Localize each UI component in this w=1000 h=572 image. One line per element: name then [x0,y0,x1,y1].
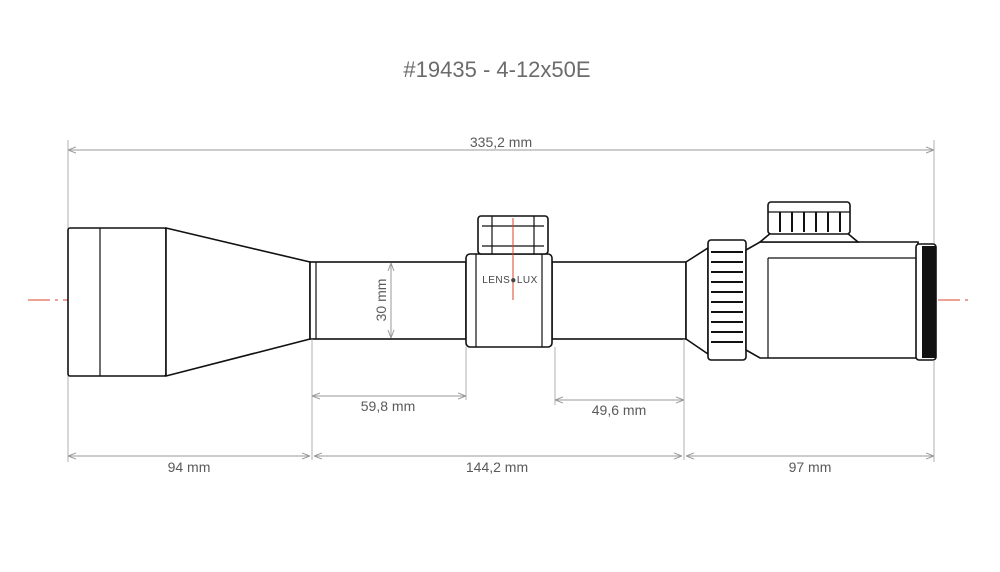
section-dimensions: 94 mm 144,2 mm 97 mm [67,360,935,475]
objective-bell [67,226,311,378]
tube-diameter-label: 30 mm [373,279,389,322]
rear-mount-length-label: 49,6 mm [592,402,646,418]
overall-length-label: 335,2 mm [470,134,532,150]
front-mount-length-dimension: 59,8 mm [311,339,467,460]
elevation-turret-housing [465,253,553,348]
drawing-title: #19435 - 4-12x50E [403,57,590,82]
tube-diameter-dimension: 30 mm [373,263,391,338]
elevation-turret-cap [477,215,549,300]
magnification-ring [685,239,747,361]
eyepiece-housing [745,241,919,359]
front-mount-length-label: 59,8 mm [361,398,415,414]
overall-length-dimension: 335,2 mm [67,134,935,245]
rear-mount-length-dimension: 49,6 mm [554,339,685,460]
eyepiece-section-label: 97 mm [789,459,832,475]
objective-section-label: 94 mm [168,459,211,475]
illumination-turret [757,201,861,243]
middle-section-label: 144,2 mm [466,459,528,475]
diopter-ring [915,243,937,361]
brand-logo: LENS●LUX [482,275,538,286]
magnification-ring-knurl [711,251,743,343]
